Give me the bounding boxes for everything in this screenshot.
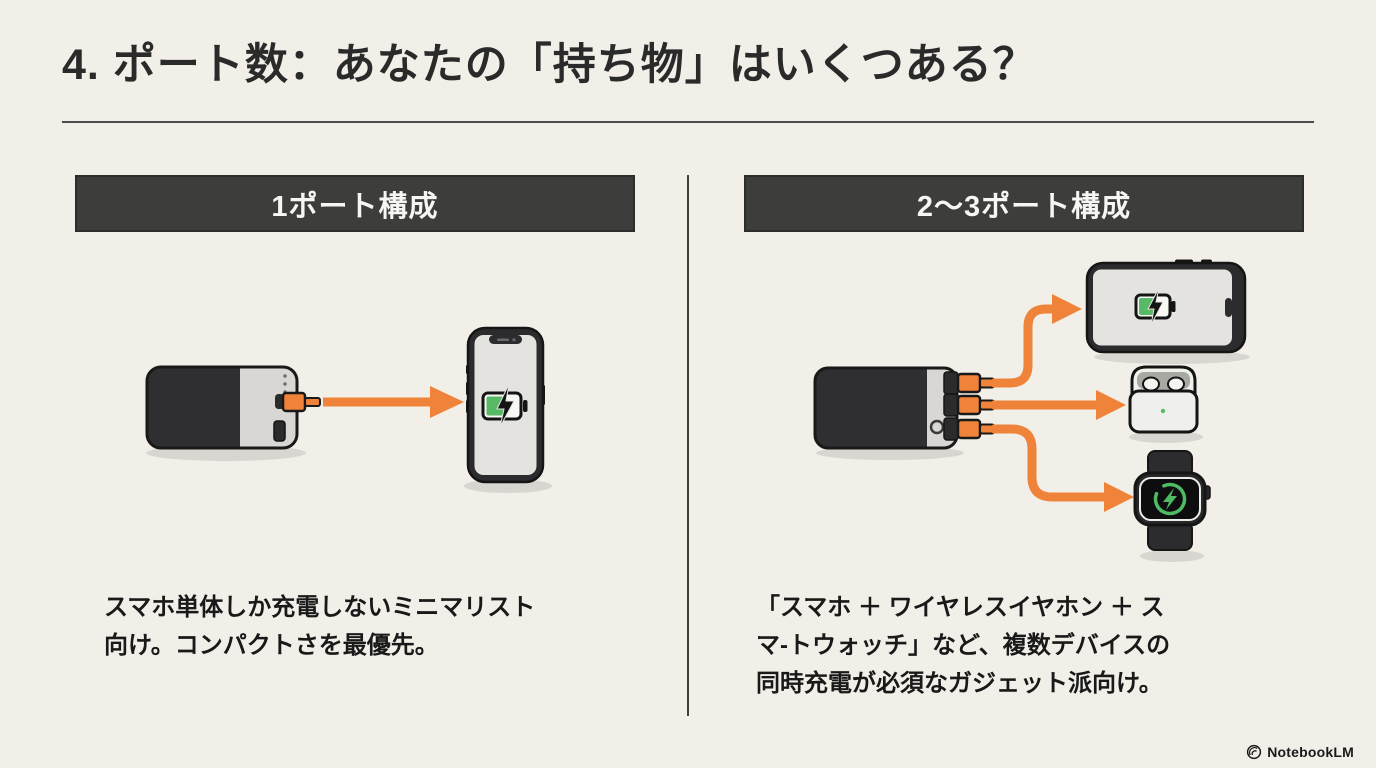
arrow-middle (989, 390, 1126, 420)
earbud-right (1167, 376, 1185, 399)
notebooklm-icon (1247, 744, 1262, 760)
smartphone-icon (466, 326, 545, 484)
right-column-header: 2〜3ポート構成 (744, 175, 1304, 232)
charging-ring-icon (1153, 482, 1187, 516)
phone-shadow (1094, 350, 1250, 364)
right-column-header-label: 2〜3ポート構成 (916, 190, 1132, 223)
curved-arrow-bottom (989, 424, 1134, 512)
charge-led (1160, 408, 1166, 414)
multi-port-illustration (813, 259, 1250, 562)
phone-notch (489, 335, 522, 344)
wireless-earbuds-icon (1128, 365, 1199, 434)
watch-shadow (1140, 550, 1204, 562)
curved-arrow-top (989, 294, 1082, 388)
brand-label: NotebookLM (1267, 744, 1354, 760)
usb-plug-icon (943, 393, 995, 417)
single-port-illustration (145, 326, 552, 493)
arrow-right-icon (323, 386, 464, 418)
smartwatch-icon (1133, 450, 1211, 551)
led-indicator (283, 390, 287, 394)
earbud-left (1142, 376, 1160, 399)
earbuds-shadow (1129, 431, 1203, 443)
battery-charging-icon (481, 383, 528, 428)
power-bank-icon (145, 365, 299, 450)
usb-plug-icon (943, 371, 995, 395)
battery-charging-icon (1134, 287, 1176, 326)
watch-band-bottom (1147, 521, 1193, 551)
phone-notch (1225, 298, 1232, 317)
footer-brand: NotebookLM (1246, 744, 1354, 760)
usb-plug-icon (943, 417, 995, 441)
title-divider (62, 121, 1314, 123)
left-description: スマホ単体しか充電しないミニマリスト 向け。コンパクトさを最優先。 (104, 594, 536, 659)
led-indicator (283, 374, 287, 378)
left-column-header-label: 1ポート構成 (271, 190, 439, 223)
right-description: 「スマホ ＋ ワイヤレスイヤホン ＋ ス マ-トウォッチ」など、複数デバイスの … (756, 594, 1171, 697)
power-button (929, 419, 945, 435)
watch-band-top (1147, 450, 1193, 478)
column-divider (687, 175, 689, 716)
left-column-header: 1ポート構成 (75, 175, 635, 232)
power-bank-shadow (146, 445, 306, 461)
power-bank-3port-icon (813, 366, 995, 450)
phone-shadow (464, 479, 552, 493)
usb-c-port (275, 394, 284, 409)
watch-crown (1203, 485, 1211, 500)
smartphone-landscape-icon (1085, 259, 1247, 354)
led-indicator (283, 382, 287, 386)
page-title: 4. ポート数：あなたの「持ち物」はいくつある？ (62, 41, 1037, 89)
usb-a-port (273, 420, 286, 442)
usb-plug-icon (281, 391, 321, 413)
power-bank-shadow (816, 446, 964, 460)
